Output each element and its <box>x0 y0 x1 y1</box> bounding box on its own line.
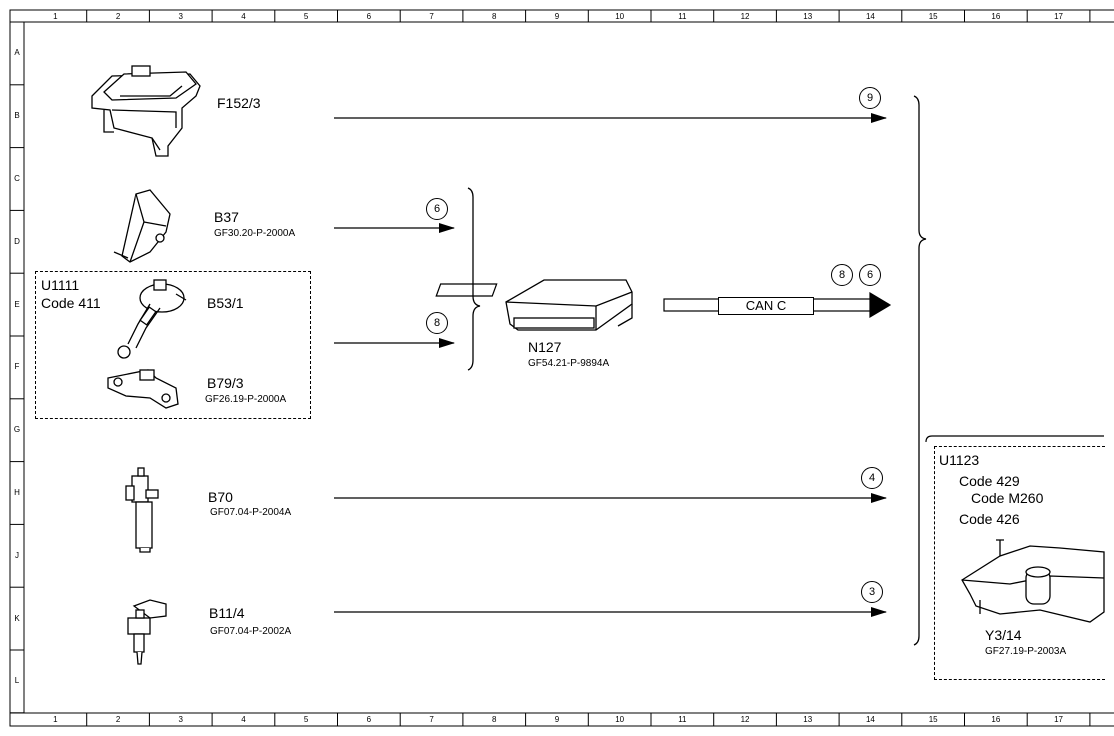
u1123-outer-corner <box>925 435 1104 443</box>
grid-col-top: 6 <box>366 12 372 21</box>
signal-b37-badge: 6 <box>426 198 448 220</box>
grid-row: J <box>15 550 19 560</box>
grid-col-top: 3 <box>178 12 183 21</box>
b53-sensor-icon <box>117 279 187 359</box>
f152-label: F152/3 <box>217 95 261 111</box>
b11-sensor-icon <box>127 599 167 665</box>
grid-col-top: 11 <box>678 12 687 21</box>
u1123-code-3: Code 426 <box>959 511 1020 527</box>
grid-row: G <box>13 425 21 435</box>
grid-col-top: 8 <box>492 12 497 21</box>
grid-col-bottom: 8 <box>492 715 497 724</box>
frame-border <box>9 9 1114 727</box>
grid-col-bottom: 3 <box>178 715 183 724</box>
grid-col-top: 9 <box>554 12 560 21</box>
u1123-code-2: Code M260 <box>971 490 1044 506</box>
grid-row: A <box>14 48 20 58</box>
signal-can-b-badge: 6 <box>859 264 881 286</box>
b37-label: B37 <box>214 209 239 225</box>
grid-row: C <box>14 174 20 183</box>
grid-col-bottom: 2 <box>115 715 121 724</box>
grid-col-bottom: 7 <box>429 715 434 724</box>
grid-row: B <box>14 111 20 121</box>
b37-code: GF30.20-P-2000A <box>214 228 296 239</box>
grid-col-bottom: 5 <box>303 715 309 724</box>
u1123-group-box <box>934 446 1105 680</box>
grid-row: D <box>14 236 20 246</box>
signal-u1111-badge: 8 <box>426 312 448 334</box>
n127-control-unit-icon <box>435 279 633 331</box>
grid-col-bottom: 10 <box>615 715 625 724</box>
b70-sensor-icon <box>125 467 159 553</box>
n127-code: GF54.21-P-9894A <box>528 358 610 369</box>
grid-col-top: 10 <box>615 12 625 21</box>
grid-col-top: 15 <box>928 12 938 21</box>
y3-code: GF27.19-P-2003A <box>985 646 1067 657</box>
signal-can-a-badge: 8 <box>831 264 853 286</box>
row-ticks <box>10 84 24 714</box>
grid-col-bottom: 16 <box>991 715 1001 724</box>
b79-label: B79/3 <box>207 375 244 391</box>
grid-col-bottom: 1 <box>53 715 58 724</box>
grid-col-bottom: 13 <box>803 715 813 724</box>
grid-col-top: 7 <box>429 12 434 21</box>
u1111-label: U1111 <box>41 277 80 293</box>
grid-col-bottom: 15 <box>928 715 938 724</box>
u1123-label: U1123 <box>939 452 980 468</box>
b53-label: B53/1 <box>207 295 244 311</box>
b79-sensor-icon <box>107 369 179 409</box>
column-ticks <box>86 10 1091 726</box>
grid-col-top: 13 <box>803 12 813 21</box>
grid-row: L <box>14 676 20 686</box>
signal-lines <box>334 113 887 617</box>
grid-col-bottom: 11 <box>678 715 687 724</box>
grid-col-bottom: 14 <box>865 715 875 724</box>
n127-label: N127 <box>528 339 562 355</box>
b70-code: GF07.04-P-2004A <box>210 507 292 518</box>
grid-col-top: 14 <box>865 12 875 21</box>
grid-row: F <box>14 362 20 372</box>
grid-row: E <box>14 299 20 309</box>
grid-col-top: 16 <box>991 12 1001 21</box>
b11-code: GF07.04-P-2002A <box>210 626 292 637</box>
b79-code: GF26.19-P-2000A <box>205 394 287 405</box>
b70-label: B70 <box>208 489 233 505</box>
signal-b70-badge: 4 <box>861 467 883 489</box>
grid-col-bottom: 9 <box>554 715 560 724</box>
grid-col-bottom: 12 <box>740 715 750 724</box>
b11-label: B11/4 <box>209 605 245 621</box>
b37-pedal-icon <box>113 189 171 263</box>
grid-col-top: 5 <box>303 12 309 21</box>
signal-b11-badge: 3 <box>861 581 883 603</box>
can-bus-label: CAN C <box>718 297 814 315</box>
grid-col-bottom: 17 <box>1054 715 1063 724</box>
output-brace <box>913 95 927 646</box>
signal-f152-badge: 9 <box>859 87 881 109</box>
u1123-code-1: Code 429 <box>959 473 1020 489</box>
y3-label: Y3/14 <box>985 627 1022 643</box>
y3-module-icon <box>961 539 1105 623</box>
input-brace <box>467 187 481 371</box>
f152-module-icon <box>91 65 201 157</box>
grid-row: K <box>14 613 20 623</box>
grid-col-bottom: 6 <box>366 715 372 724</box>
u1111-group-box <box>35 271 311 419</box>
grid-col-top: 4 <box>241 12 246 21</box>
u1111-code: Code 411 <box>41 295 101 311</box>
grid-col-top: 12 <box>740 12 750 21</box>
grid-col-top: 17 <box>1054 12 1063 21</box>
grid-col-top: 1 <box>53 12 58 21</box>
grid-col-bottom: 4 <box>241 715 246 724</box>
grid-col-top: 2 <box>115 12 121 21</box>
grid-row: H <box>14 488 20 497</box>
